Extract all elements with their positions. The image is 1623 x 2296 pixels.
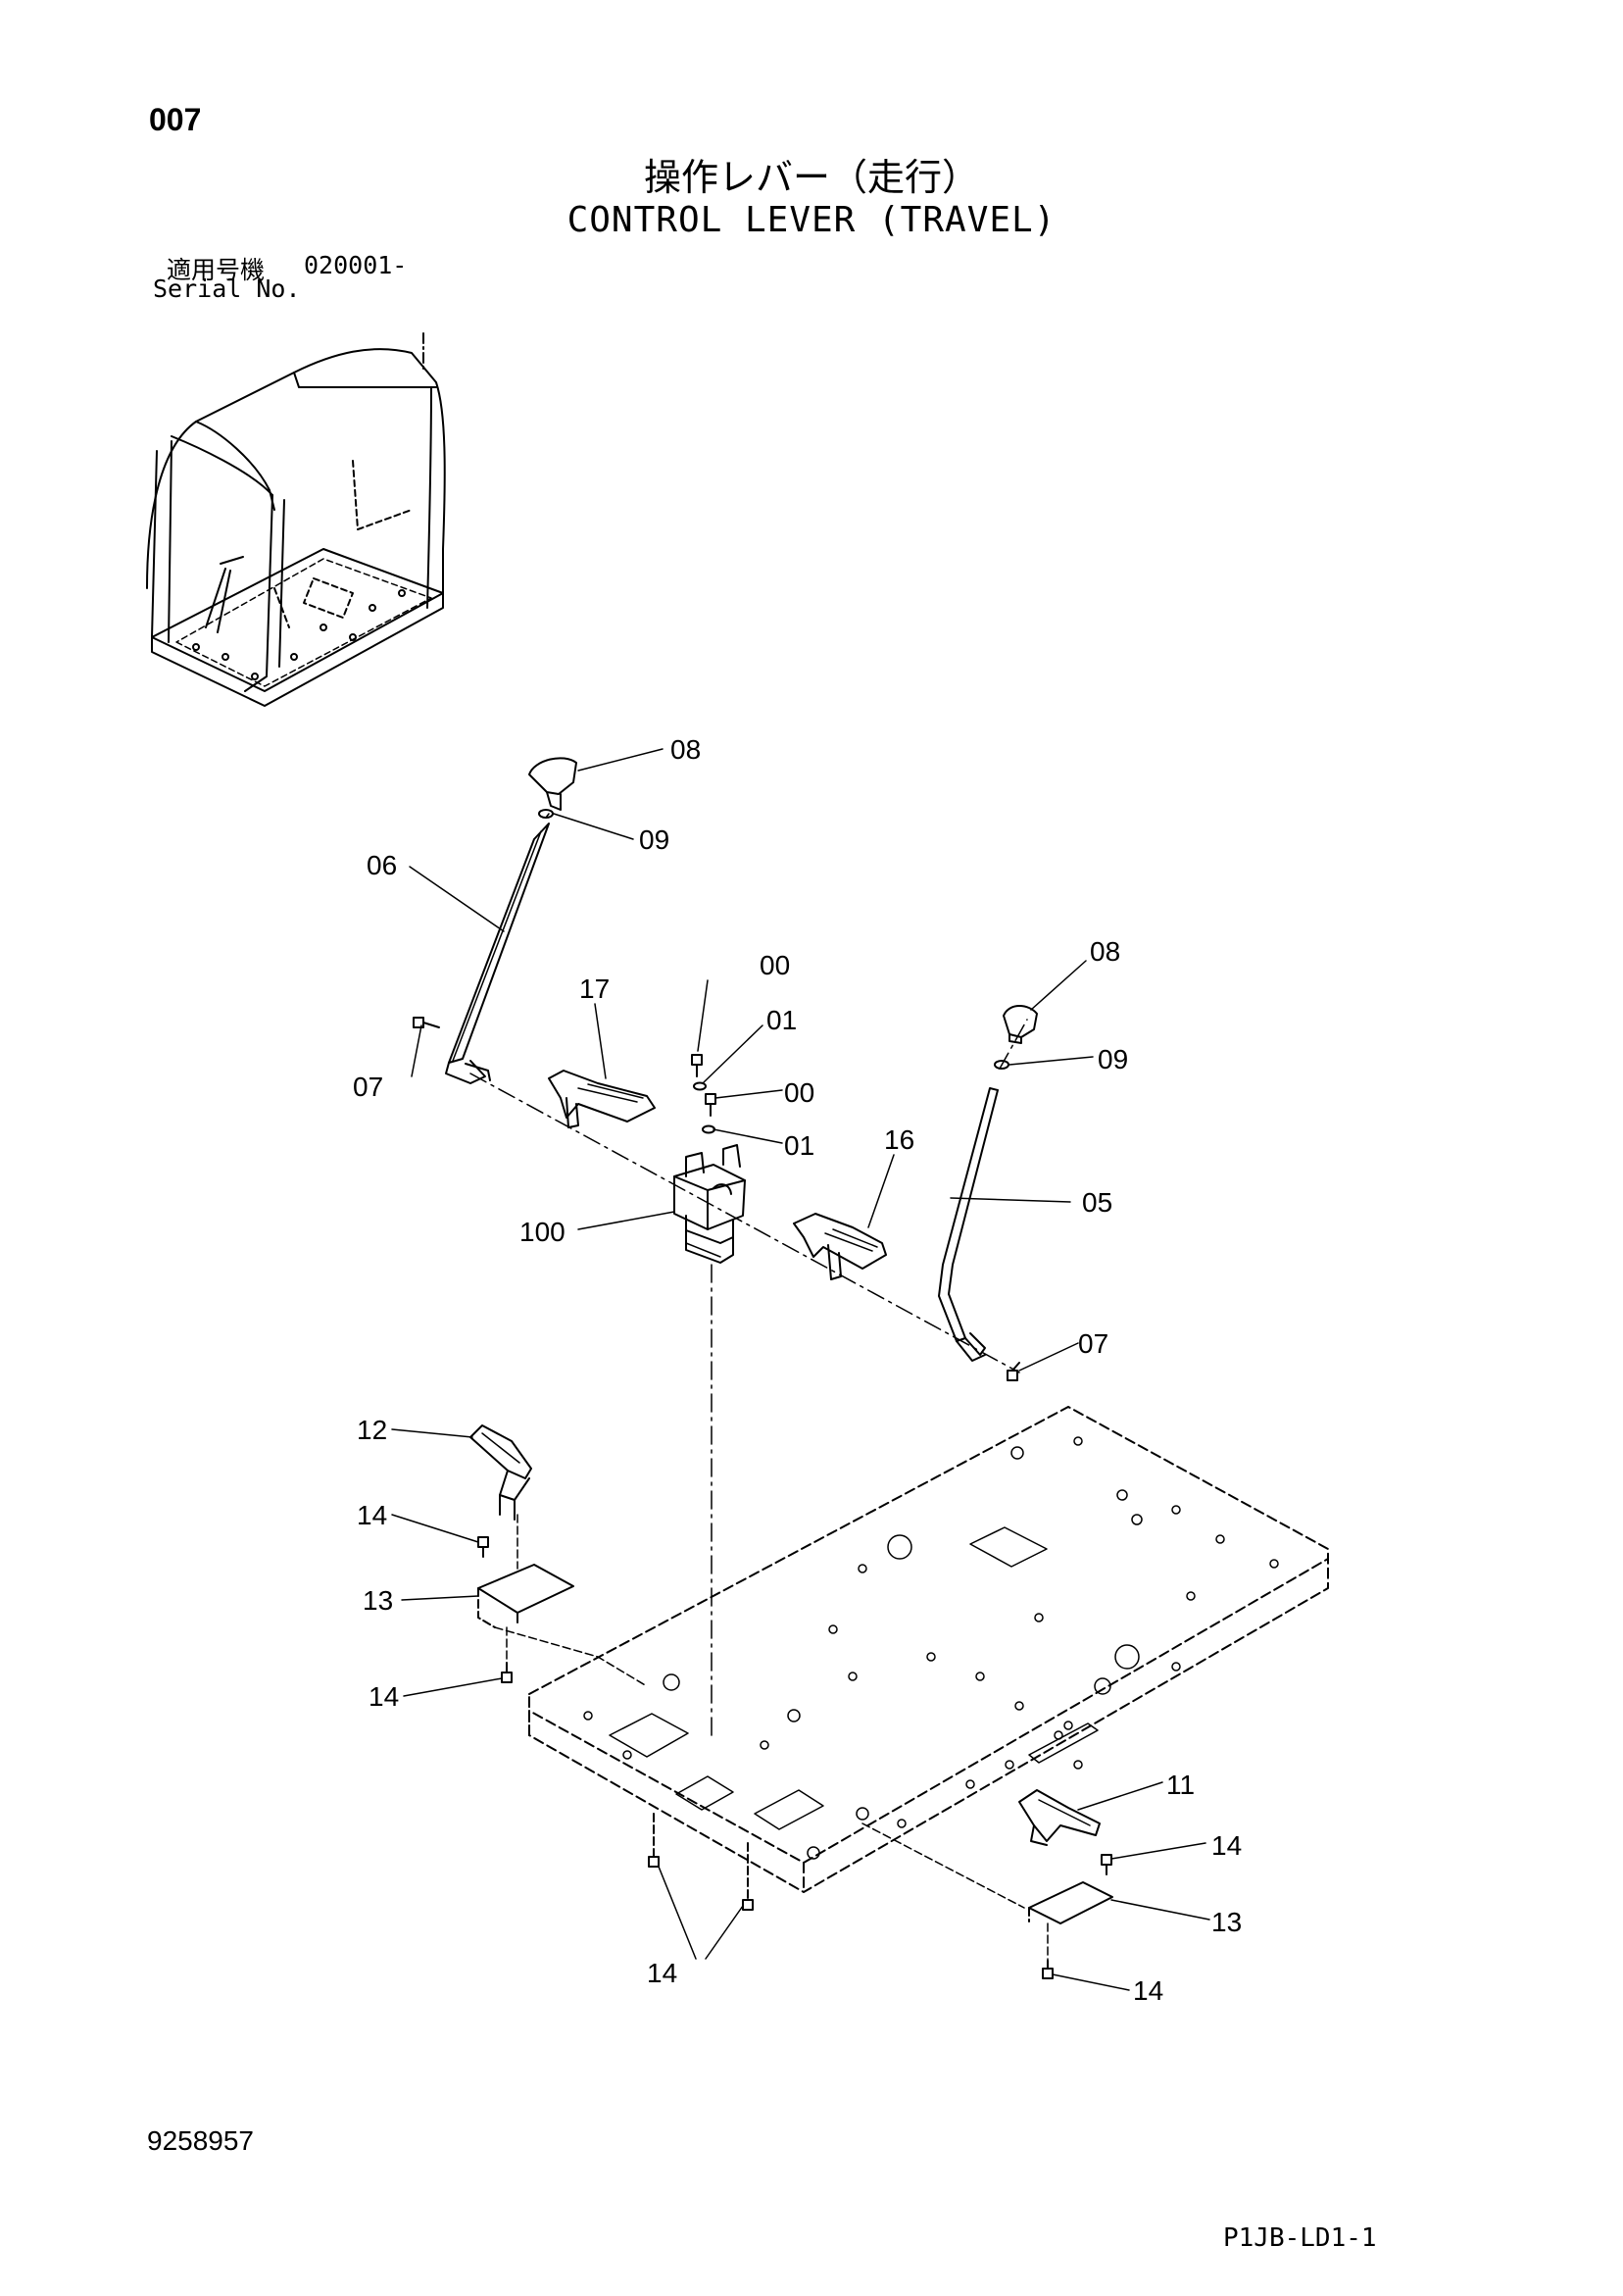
callout-14-left-lower: 14 bbox=[369, 1681, 399, 1712]
callout-07-left: 07 bbox=[353, 1072, 383, 1102]
right-pedal-bracket bbox=[1028, 1881, 1113, 1924]
left-lever-bolt bbox=[413, 1017, 440, 1028]
callout-14-right-upper: 14 bbox=[1211, 1830, 1242, 1861]
callout-01-lower: 01 bbox=[784, 1130, 814, 1161]
callout-14-floor: 14 bbox=[647, 1958, 677, 1988]
right-lever-washer bbox=[994, 1060, 1009, 1070]
callout-01-upper: 01 bbox=[766, 1005, 797, 1035]
callout-09-right: 09 bbox=[1098, 1044, 1128, 1074]
right-floor-pedal bbox=[1018, 1789, 1101, 1846]
callout-14-left-upper: 14 bbox=[357, 1500, 387, 1530]
callout-09-left: 09 bbox=[639, 824, 669, 855]
callout-11: 11 bbox=[1166, 1770, 1195, 1800]
right-bracket-bolt-lower bbox=[1042, 1960, 1054, 1979]
page-number: 007 bbox=[149, 102, 202, 137]
left-bracket-bolt-lower bbox=[501, 1662, 513, 1683]
left-travel-pedal bbox=[548, 1070, 656, 1128]
document-number: 9258957 bbox=[147, 2125, 255, 2156]
serial-value: 020001- bbox=[304, 251, 408, 279]
callout-00-upper: 00 bbox=[760, 950, 790, 980]
right-pedal-guide-lines bbox=[861, 1822, 1049, 1962]
cab-overview-illustration bbox=[146, 332, 446, 707]
serial-label-english: Serial No. bbox=[153, 275, 301, 303]
left-bracket-bolt-upper bbox=[477, 1536, 489, 1558]
callout-12: 12 bbox=[357, 1415, 387, 1445]
callout-07-right: 07 bbox=[1078, 1328, 1108, 1359]
left-pedal-bracket bbox=[477, 1564, 574, 1628]
callout-13-right: 13 bbox=[1211, 1907, 1242, 1937]
page-title-japanese: 操作レバー（走行） bbox=[643, 156, 979, 199]
callout-14-right-lower: 14 bbox=[1133, 1975, 1163, 2006]
callout-leader-lines bbox=[391, 748, 1210, 1991]
floor-bolt-right bbox=[742, 1842, 754, 1911]
callout-08-right: 08 bbox=[1090, 936, 1120, 967]
callout-17: 17 bbox=[579, 973, 610, 1004]
reference-code: P1JB-LD1-1 bbox=[1223, 2223, 1377, 2253]
valve-washer-upper bbox=[693, 1081, 707, 1091]
floor-bolt-left bbox=[648, 1813, 660, 1868]
right-bracket-bolt-upper bbox=[1101, 1854, 1112, 1875]
page-title-english: CONTROL LEVER (TRAVEL) bbox=[566, 200, 1057, 240]
callout-100: 100 bbox=[519, 1217, 566, 1247]
left-lever-knob bbox=[528, 757, 577, 811]
right-travel-lever bbox=[938, 1087, 999, 1362]
callout-13-left: 13 bbox=[363, 1585, 393, 1616]
pilot-valve-body bbox=[673, 1144, 746, 1264]
assembly-centerlines bbox=[469, 813, 1028, 1736]
callout-labels: 08 09 06 00 17 01 08 07 00 09 16 01 05 1… bbox=[353, 734, 1242, 2006]
floor-plate-cutouts bbox=[583, 1436, 1279, 1860]
valve-washer-lower bbox=[702, 1124, 715, 1134]
callout-16: 16 bbox=[884, 1124, 914, 1155]
left-travel-lever bbox=[445, 823, 550, 1084]
right-travel-pedal bbox=[793, 1213, 887, 1280]
callout-00-lower: 00 bbox=[784, 1077, 814, 1108]
floor-plate bbox=[528, 1406, 1329, 1893]
callout-08-left: 08 bbox=[670, 734, 701, 765]
left-floor-pedal bbox=[469, 1424, 532, 1521]
callout-05: 05 bbox=[1082, 1187, 1112, 1218]
callout-06: 06 bbox=[367, 850, 397, 880]
valve-mounting-bolt-upper bbox=[691, 1054, 703, 1077]
serial-label-japanese: 適用号機 bbox=[167, 256, 266, 284]
left-pedal-guide-lines bbox=[494, 1626, 648, 1687]
valve-mounting-bolt-lower bbox=[705, 1093, 716, 1117]
right-lever-knob bbox=[1003, 1005, 1038, 1044]
